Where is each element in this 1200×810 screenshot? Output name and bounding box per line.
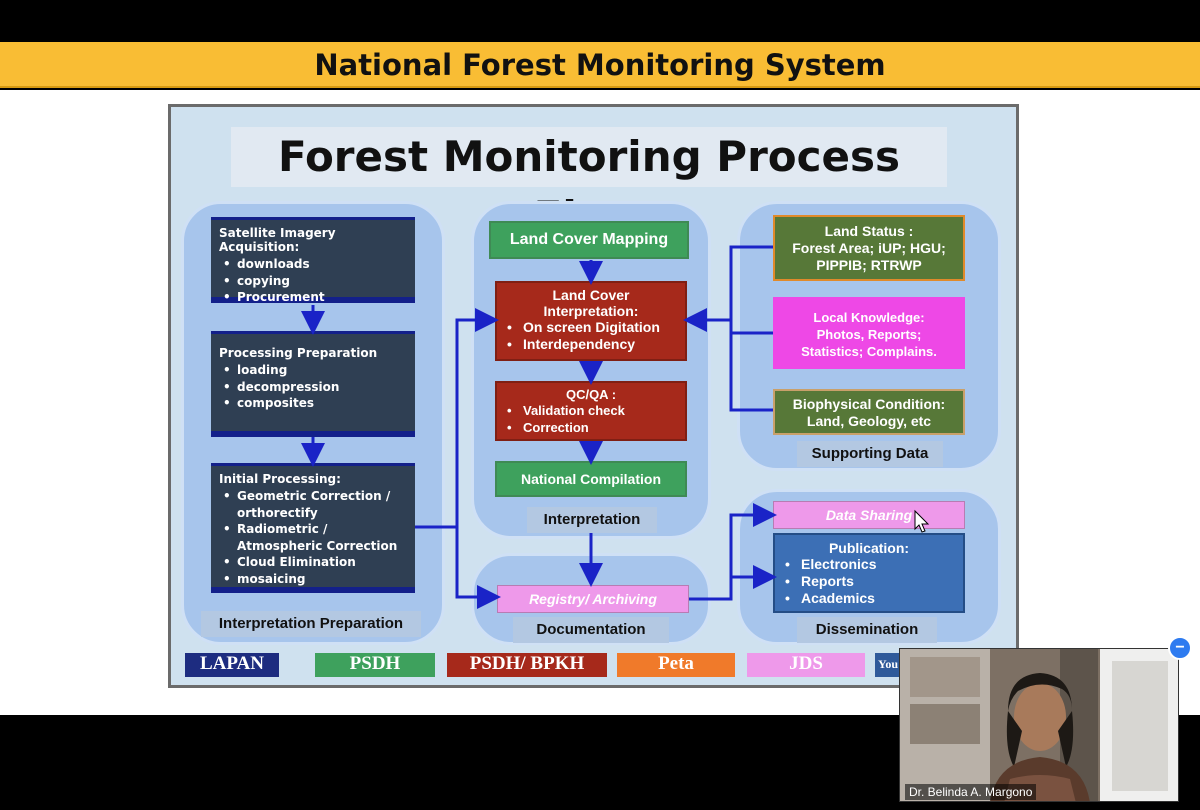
mouse-cursor-icon (915, 511, 928, 532)
presentation-title: National Forest Monitoring System (0, 42, 1200, 88)
supporting-data-bracket (731, 247, 773, 410)
arrow-registry-to-data-sharing (689, 515, 771, 599)
legend-psdh: PSDH (315, 653, 435, 677)
participant-video-image (900, 649, 1179, 802)
shared-slide: Forest Monitoring Process Flow Satellite… (168, 104, 1019, 688)
legend-jds: JDS (747, 653, 865, 677)
legend-lapan: LAPAN (185, 653, 279, 677)
participant-video[interactable] (899, 648, 1179, 802)
participant-name-label: Dr. Belinda A. Margono (905, 784, 1036, 800)
legend-psdh-bpkh: PSDH/ BPKH (447, 653, 607, 677)
arrow-initial-to-interpretation (415, 320, 493, 527)
arrow-initial-to-registry (457, 527, 495, 597)
minimize-video-button[interactable]: − (1168, 636, 1192, 660)
flow-arrows (171, 107, 1019, 688)
legend-peta: Peta (617, 653, 735, 677)
